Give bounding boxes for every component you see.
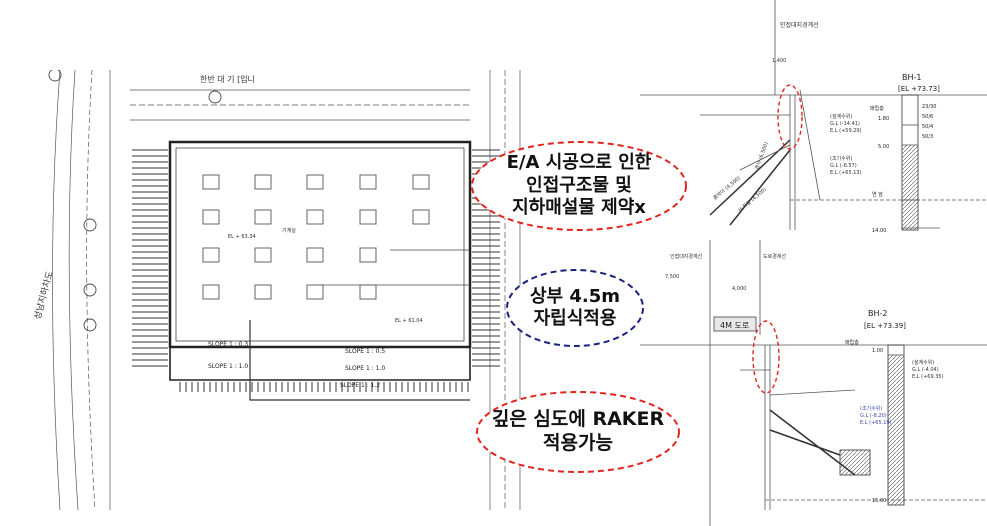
bh1-raker-label-2: H-파일 (4,500) <box>737 186 768 214</box>
slope-label-2: SLOPE 1 : 0.5 <box>345 348 385 355</box>
bh1-spt-3: 50/4 <box>922 124 933 130</box>
bh1-layer-depth-1: 1.80 <box>878 116 889 122</box>
bh1-title: BH-1 <box>902 73 921 82</box>
bh2-water-design-gl: G.L (-4.04) <box>912 367 939 373</box>
bh1-dim-top: 1,400 <box>772 58 786 64</box>
room-label: 기계실 <box>282 227 296 234</box>
bh1-water-early-el: E.L (+65.13) <box>830 170 862 176</box>
callout-raker-applicable: 깊은 심도에 RAKER 적용가능 <box>475 390 681 474</box>
road-west-label: 성남지하차도 <box>31 270 55 321</box>
site-plan-drawing: 성남지하차도 한반 대 기 [입니 SLOPE 1 : 0.3 SLOPE 1 … <box>0 70 560 510</box>
bh1-highlight-ellipse <box>777 84 803 150</box>
bh1-spt-2: 50/6 <box>922 114 933 120</box>
bh2-water-design-el: E.L (+69.35) <box>912 374 944 380</box>
bh2-road-box <box>713 316 757 332</box>
callout-ea-constraint: E/A 시공으로 인한 인접구조물 및 지하매설물 제약x <box>470 140 688 232</box>
bh1-spt-1: 23/30 <box>922 104 936 110</box>
bh2-water-early-gl: G.L (-8.20) <box>860 413 887 419</box>
bh2-section-svg: 인접대지경계선 도로경계선 7,500 4,000 4M 도로 BH-2 [EL… <box>640 240 987 526</box>
bh2-water-early-name: (조기수위) <box>860 405 882 412</box>
bh2-layer-fill: 매립층 <box>845 339 859 346</box>
bh1-water-design-gl: G.L (-14.41) <box>830 121 860 127</box>
slope-label-5: SLOPE 1 : 1.2 <box>340 382 380 389</box>
slope-label-4: SLOPE 1 : 1.0 <box>345 365 385 372</box>
bh1-water-early-gl: G.L (-8.57) <box>830 163 857 169</box>
bh1-raker-label-1: 흙막이 (4,500) <box>712 175 742 202</box>
bh2-highlight-ellipse <box>752 320 780 394</box>
bh1-elevation: [EL +73.73] <box>898 85 940 93</box>
slope-label-3: SLOPE 1 : 1.0 <box>208 363 248 370</box>
callout-upper-cantilever: 상부 4.5m 자립식적용 <box>505 268 645 348</box>
bh1-top-label: 인접대지경계선 <box>780 21 819 29</box>
callout-ea-line-1: E/A 시공으로 인한 <box>506 152 652 174</box>
bh2-top-label-2: 도로경계선 <box>763 253 786 260</box>
bh2-top-label-1: 인접대지경계선 <box>670 253 703 260</box>
bh1-section-svg: 인접대지경계선 1,400 BH-1 [EL +73.73] 매립층 1.80 … <box>640 0 987 234</box>
bh2-dim-1: 7,500 <box>665 274 679 280</box>
bh1-layer-depth-3: 14.00 <box>872 228 886 234</box>
bh1-spt-4: 50/3 <box>922 134 933 140</box>
slope-label-1: SLOPE 1 : 0.3 <box>208 341 248 348</box>
el-label-a: EL + 63.34 <box>228 234 256 240</box>
bh2-water-early-el: E.L (+65.19) <box>860 420 892 426</box>
callout-raker-line-1: 깊은 심도에 RAKER <box>491 408 665 431</box>
bh2-water-design-name: (설계수위) <box>912 359 934 366</box>
bh1-section-drawing: 인접대지경계선 1,400 BH-1 [EL +73.73] 매립층 1.80 … <box>640 0 987 235</box>
bh2-elevation: [EL +73.39] <box>864 322 906 330</box>
callout-upper-line-2: 자립식적용 <box>533 308 617 329</box>
site-plan-svg: 성남지하차도 한반 대 기 [입니 SLOPE 1 : 0.3 SLOPE 1 … <box>31 70 521 510</box>
bh1-layer-depth-2: 5.00 <box>878 144 889 150</box>
bh1-water-design-el: E.L (+59.29) <box>830 128 862 134</box>
bh1-layer-fill: 매립층 <box>870 105 884 112</box>
bh2-dim-2: 4,000 <box>732 286 746 292</box>
callout-upper-ellipse <box>506 269 644 347</box>
bh1-layer-rock: 연 암 <box>872 191 883 198</box>
callout-upper-line-1: 상부 4.5m <box>529 285 621 307</box>
top-road-label: 한반 대 기 [입니 <box>200 74 255 84</box>
el-label-b: EL + 61.04 <box>395 318 423 324</box>
bh2-road-label: 4M 도로 <box>720 321 749 330</box>
bh2-layer-depth-2: 15.00 <box>872 498 886 504</box>
callout-raker-line-2: 적용가능 <box>543 432 613 454</box>
bh1-water-early-name: (조기수위) <box>830 155 852 162</box>
bh2-layer-depth-1: 1.00 <box>872 348 883 354</box>
bh1-water-design-name: (설계수위) <box>830 113 852 120</box>
callout-ea-line-2: 인접구조물 및 <box>526 174 632 196</box>
callout-raker-ellipse <box>476 391 680 473</box>
bh2-title: BH-2 <box>868 309 887 318</box>
bh2-section-drawing: 인접대지경계선 도로경계선 7,500 4,000 4M 도로 BH-2 [EL… <box>640 240 987 526</box>
callout-ea-line-3: 지하매설물 제약x <box>512 197 646 219</box>
callout-ea-ellipse <box>471 141 687 231</box>
